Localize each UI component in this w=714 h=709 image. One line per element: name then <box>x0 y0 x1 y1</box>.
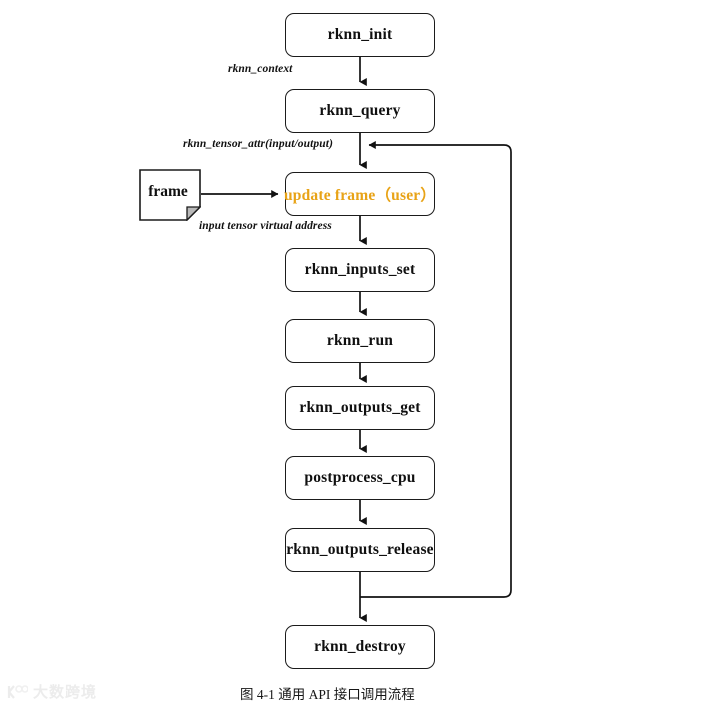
node-rknn-init[interactable]: rknn_init <box>285 13 435 57</box>
figure-caption: 图 4-1 通用 API 接口调用流程 <box>240 687 415 702</box>
node-rknn-outputs-release[interactable]: rknn_outputs_release <box>285 528 435 572</box>
node-label: rknn_inputs_set <box>304 261 416 278</box>
node-label: postprocess_cpu <box>304 469 416 486</box>
watermark-logo-icon <box>7 684 28 699</box>
node-label: rknn_outputs_get <box>299 399 421 416</box>
document-shape-icon <box>139 169 201 221</box>
node-rknn-run[interactable]: rknn_run <box>285 319 435 363</box>
node-rknn-query[interactable]: rknn_query <box>285 89 435 133</box>
edge-label-input-tensor-address: input tensor virtual address <box>199 220 332 232</box>
node-label: update frame（user） <box>283 187 437 204</box>
edge-label-rknn-tensor-attr: rknn_tensor_attr(input/output) <box>183 138 333 150</box>
node-rknn-destroy[interactable]: rknn_destroy <box>285 625 435 669</box>
watermark-text: 大数跨境 <box>33 683 98 701</box>
node-label: rknn_init <box>327 26 393 43</box>
edge-label-rknn-context: rknn_context <box>228 63 293 75</box>
node-label: rknn_outputs_release <box>286 541 434 558</box>
node-label: frame <box>148 183 188 200</box>
node-label: rknn_query <box>319 102 401 119</box>
node-rknn-outputs-get[interactable]: rknn_outputs_get <box>285 386 435 430</box>
node-update-frame[interactable]: update frame（user） <box>283 172 437 216</box>
node-label: rknn_run <box>326 332 394 349</box>
node-frame-document[interactable]: frame <box>139 169 201 221</box>
node-label: rknn_destroy <box>314 638 406 655</box>
watermark: 大数跨境 <box>6 681 97 702</box>
node-rknn-inputs-set[interactable]: rknn_inputs_set <box>285 248 435 292</box>
node-postprocess-cpu[interactable]: postprocess_cpu <box>285 456 435 500</box>
edge-feedback-loop <box>360 141 512 598</box>
